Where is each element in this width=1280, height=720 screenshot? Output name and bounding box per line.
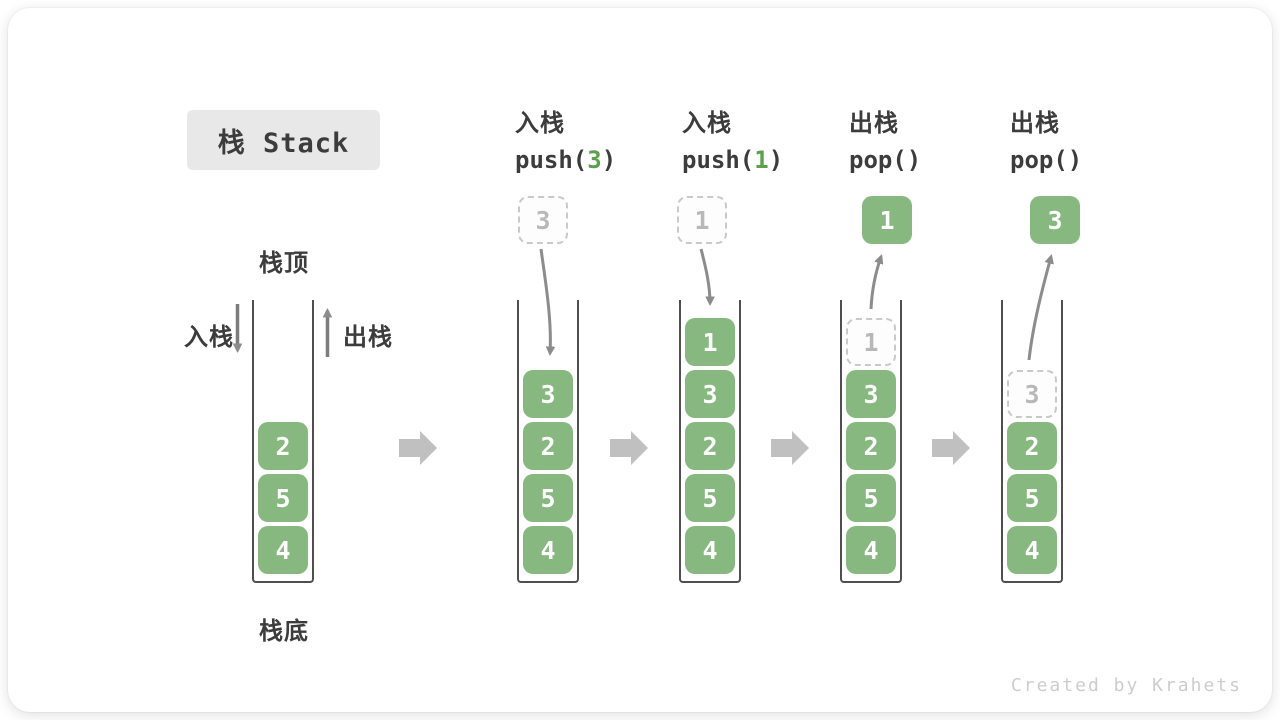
op-code-prefix: push( bbox=[682, 146, 755, 174]
op-code-suffix: ) bbox=[601, 146, 617, 174]
stack-block: 2 bbox=[258, 422, 308, 470]
incoming-block: 3 bbox=[518, 196, 568, 244]
stack-top-label: 栈顶 bbox=[259, 250, 309, 277]
stack-block: 5 bbox=[523, 474, 573, 522]
stack-block: 4 bbox=[685, 526, 735, 574]
stack-block: 2 bbox=[1007, 422, 1057, 470]
incoming-block: 1 bbox=[677, 196, 727, 244]
op-code-prefix: pop( bbox=[849, 146, 907, 174]
stack-block: 5 bbox=[846, 474, 896, 522]
op-label-push-3: 入栈 push(3) bbox=[515, 105, 616, 178]
op-code: push(3) bbox=[515, 142, 616, 178]
stack-block: 3 bbox=[685, 370, 735, 418]
stack-block: 3 bbox=[846, 370, 896, 418]
op-code: pop() bbox=[1010, 142, 1082, 178]
stack-block: 5 bbox=[685, 474, 735, 522]
pop-side-label: 出栈 bbox=[343, 324, 393, 351]
stack-block: 2 bbox=[846, 422, 896, 470]
op-label-pop-3: 出栈 pop() bbox=[1010, 105, 1082, 178]
popped-block: 1 bbox=[862, 196, 912, 244]
op-name: 入栈 bbox=[515, 110, 565, 137]
op-name: 出栈 bbox=[1010, 110, 1060, 137]
watermark: Created by Krahets bbox=[1010, 675, 1242, 696]
op-code: pop() bbox=[849, 142, 921, 178]
title-label: 栈 Stack bbox=[217, 127, 350, 159]
stack-block: 4 bbox=[1007, 526, 1057, 574]
op-code-arg: 1 bbox=[754, 146, 769, 174]
op-label-push-1: 入栈 push(1) bbox=[682, 105, 783, 178]
op-code-suffix: ) bbox=[906, 146, 922, 174]
stack-block: 5 bbox=[1007, 474, 1057, 522]
op-label-pop-1: 出栈 pop() bbox=[849, 105, 921, 178]
stack-block: 1 bbox=[685, 318, 735, 366]
op-code: push(1) bbox=[682, 142, 783, 178]
ghost-block: 1 bbox=[846, 318, 896, 366]
op-code-arg: 3 bbox=[587, 146, 602, 174]
op-code-suffix: ) bbox=[768, 146, 784, 174]
stack-block: 2 bbox=[685, 422, 735, 470]
op-name: 出栈 bbox=[849, 110, 899, 137]
op-code-prefix: push( bbox=[515, 146, 588, 174]
stack-bottom-label: 栈底 bbox=[259, 618, 309, 645]
popped-block: 3 bbox=[1030, 196, 1080, 244]
op-code-suffix: ) bbox=[1067, 146, 1083, 174]
op-code-prefix: pop( bbox=[1010, 146, 1068, 174]
op-name: 入栈 bbox=[682, 110, 732, 137]
stack-block: 4 bbox=[258, 526, 308, 574]
stack-block: 4 bbox=[846, 526, 896, 574]
stack-block: 3 bbox=[523, 370, 573, 418]
stack-block: 5 bbox=[258, 474, 308, 522]
push-side-label: 入栈 bbox=[184, 324, 234, 351]
title-box: 栈 Stack bbox=[187, 110, 380, 170]
ghost-block: 3 bbox=[1007, 370, 1057, 418]
stack-block: 4 bbox=[523, 526, 573, 574]
stack-block: 2 bbox=[523, 422, 573, 470]
